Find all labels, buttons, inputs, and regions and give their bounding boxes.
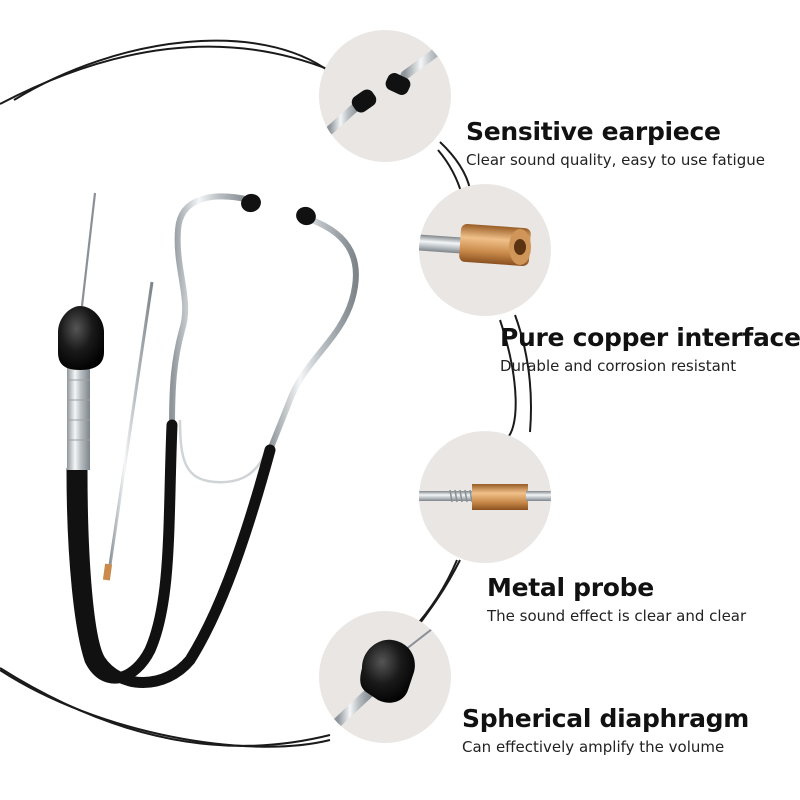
feature-title: Metal probe xyxy=(487,573,654,602)
earpiece-closeup-icon xyxy=(319,30,451,162)
feature-title: Sensitive earpiece xyxy=(466,117,721,146)
feature-title: Pure copper interface xyxy=(500,323,800,352)
spherical-diaphragm-closeup-icon xyxy=(319,611,451,743)
feature-copper-interface: Pure copper interface Durable and corros… xyxy=(500,323,800,376)
feature-description: Durable and corrosion resistant xyxy=(500,357,737,375)
feature-title: Spherical diaphragm xyxy=(462,704,749,733)
stethoscope-icon xyxy=(58,192,359,688)
metal-probe-closeup-icon xyxy=(419,431,551,563)
feature-spherical-diaphragm: Spherical diaphragm Can effectively ampl… xyxy=(462,704,749,757)
feature-earpiece: Sensitive earpiece Clear sound quality, … xyxy=(466,117,765,170)
feature-metal-probe: Metal probe The sound effect is clear an… xyxy=(487,573,746,626)
copper-interface-closeup-icon xyxy=(419,184,551,316)
feature-description: The sound effect is clear and clear xyxy=(487,607,747,625)
feature-description: Clear sound quality, easy to use fatigue xyxy=(466,151,765,169)
feature-description: Can effectively amplify the volume xyxy=(462,738,725,756)
